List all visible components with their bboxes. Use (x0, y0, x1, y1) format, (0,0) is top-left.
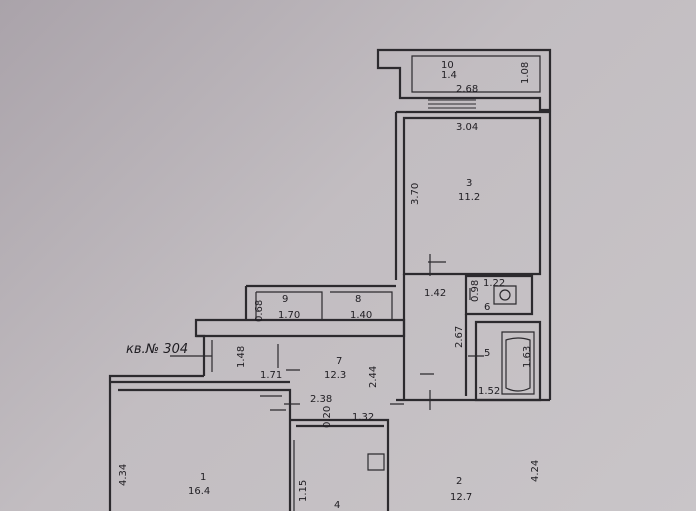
dim-0-68: 0.68 (254, 300, 265, 322)
dim-1-71: 1.71 (260, 370, 282, 381)
room-5-number: 5 (484, 348, 490, 359)
room-7-area: 12.3 (324, 370, 346, 381)
room-2-number: 2 (456, 476, 462, 487)
dim-3-70: 3.70 (410, 183, 421, 205)
dim-0-98: 0.98 (470, 280, 481, 302)
room-1-area: 16.4 (188, 486, 210, 497)
door-marks (270, 254, 484, 411)
room-2-area: 12.7 (450, 492, 472, 503)
room-8-number: 8 (355, 294, 361, 305)
dim-3-04: 3.04 (456, 122, 478, 133)
dim-1-52: 1.52 (478, 386, 500, 397)
hall-walls (108, 261, 550, 511)
room-10-area: 1.4 (441, 70, 457, 81)
room-8-area: 1.40 (350, 310, 372, 321)
label-pointer (170, 340, 213, 372)
dim-1-42: 1.42 (424, 288, 446, 299)
dim-2-68: 2.68 (456, 84, 478, 95)
room-7-number: 7 (336, 356, 342, 367)
dimension-labels: 2.68 1.08 3.04 3.70 1.22 1.42 0.98 0.68 … (118, 62, 541, 502)
dim-2-67: 2.67 (454, 326, 465, 348)
room-3-area: 11.2 (458, 192, 480, 203)
room-3-number: 3 (466, 178, 472, 189)
balcony-walls (376, 48, 552, 112)
room-labels: 10 1.4 3 11.2 9 1.70 8 1.40 7 12.3 6 5 2… (188, 60, 490, 511)
corridor-walls (194, 274, 406, 400)
dim-2-38: 2.38 (310, 394, 332, 405)
room-9-number: 9 (282, 294, 288, 305)
room-10-number: 10 (441, 60, 454, 71)
dim-0-20: 0.20 (322, 406, 333, 428)
room-1-number: 1 (200, 472, 206, 483)
dim-1-15: 1.15 (298, 480, 309, 502)
dim-1-22: 1.22 (483, 278, 505, 289)
dim-1-08: 1.08 (520, 62, 531, 84)
dim-1-48: 1.48 (236, 346, 247, 368)
dim-2-44: 2.44 (368, 366, 379, 388)
dim-1-32: 1.32 (352, 412, 374, 423)
room-4-number: 4 (334, 500, 340, 511)
room-9-area: 1.70 (278, 310, 300, 321)
room-3-walls (394, 110, 552, 400)
room-6-number: 6 (484, 302, 490, 313)
dim-4-24: 4.24 (530, 460, 541, 482)
bathroom-walls (464, 274, 542, 402)
apartment-label: кв.№ 304 (126, 342, 188, 357)
dim-1-63: 1.63 (522, 346, 533, 368)
dim-4-34: 4.34 (118, 464, 129, 486)
